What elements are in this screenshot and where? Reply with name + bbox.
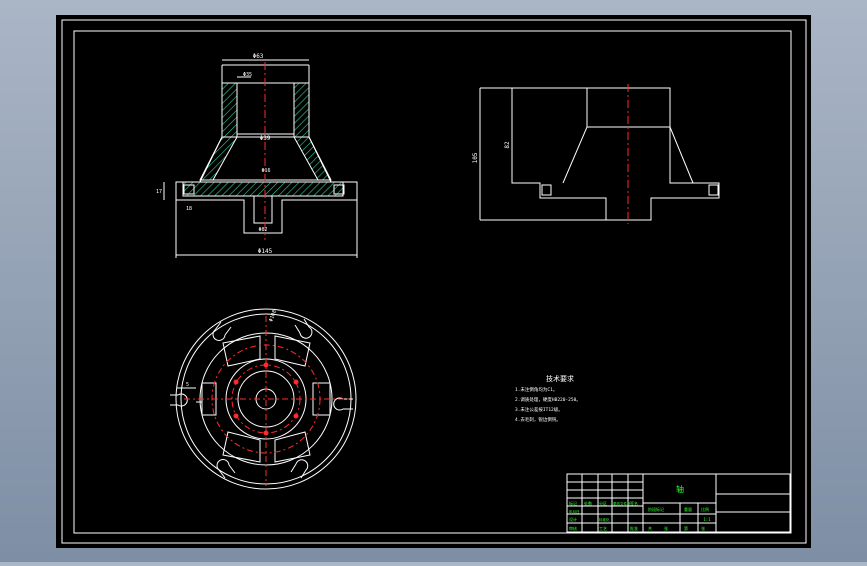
tb-cell: 第 bbox=[684, 525, 688, 531]
tb-cell: 比例 bbox=[701, 506, 709, 512]
sheet-background bbox=[56, 15, 811, 548]
tb-cell: 审核 bbox=[569, 525, 577, 531]
tb-cell: 张 bbox=[701, 525, 705, 531]
tech-notes-title: 技术要求 bbox=[546, 374, 574, 383]
tb-cell: 更改文件号 bbox=[613, 501, 631, 506]
tech-note-line-4: 4.去毛刺，锐边倒钝。 bbox=[515, 416, 561, 423]
front-section-view bbox=[163, 59, 358, 258]
title-block bbox=[566, 473, 791, 533]
dim-slot-width: 5 bbox=[186, 382, 189, 388]
dim-left-height: 17 bbox=[156, 189, 162, 195]
tb-cell: 分区 bbox=[599, 500, 607, 506]
dim-inner-cone: Φ39 bbox=[260, 135, 271, 142]
tb-cell: 设计 bbox=[569, 516, 577, 522]
tb-cell: 标准化 bbox=[599, 517, 610, 522]
tb-cell: 签名 bbox=[630, 500, 638, 506]
dim-hub-dia: Φ82 bbox=[258, 227, 267, 233]
dim-flange-thk: 18 bbox=[186, 206, 192, 212]
title-block-scale: 1:1 bbox=[703, 517, 711, 522]
dim-side-overall: 105 bbox=[472, 152, 479, 163]
tb-cell: 标记 bbox=[569, 500, 577, 506]
dim-side-inner: 82 bbox=[504, 141, 511, 149]
tb-cell: 共 bbox=[648, 525, 652, 531]
dim-center-bore: Φ16 bbox=[261, 168, 270, 174]
tb-cell: 年月日 bbox=[569, 509, 580, 514]
tb-cell: 处数 bbox=[584, 500, 592, 506]
tech-note-line-3: 3.未注公差按IT12级。 bbox=[515, 406, 563, 413]
tb-cell: 张 bbox=[664, 525, 668, 531]
tb-cell: 工艺 bbox=[599, 526, 607, 531]
tb-cell: 重量 bbox=[684, 506, 692, 512]
dim-overall-dia: Φ145 bbox=[258, 248, 273, 255]
title-block-part-name: 轴 bbox=[676, 484, 684, 494]
sheet-border bbox=[61, 19, 807, 544]
tb-cell: 批准 bbox=[630, 525, 638, 531]
dim-wall: Φ35 bbox=[243, 72, 252, 78]
dim-bolt-circle: Φ108 bbox=[268, 309, 278, 322]
tech-note-line-1: 1.未注倒角均为C1。 bbox=[515, 386, 557, 393]
tech-note-line-2: 2.调质处理，硬度HB220-250。 bbox=[515, 396, 581, 403]
dim-top-bore: Φ63 bbox=[253, 53, 264, 60]
tb-cell: 阶段标记 bbox=[648, 506, 664, 512]
side-view bbox=[479, 87, 720, 221]
drawing-frame bbox=[73, 30, 792, 534]
bolt-holes bbox=[233, 362, 299, 436]
